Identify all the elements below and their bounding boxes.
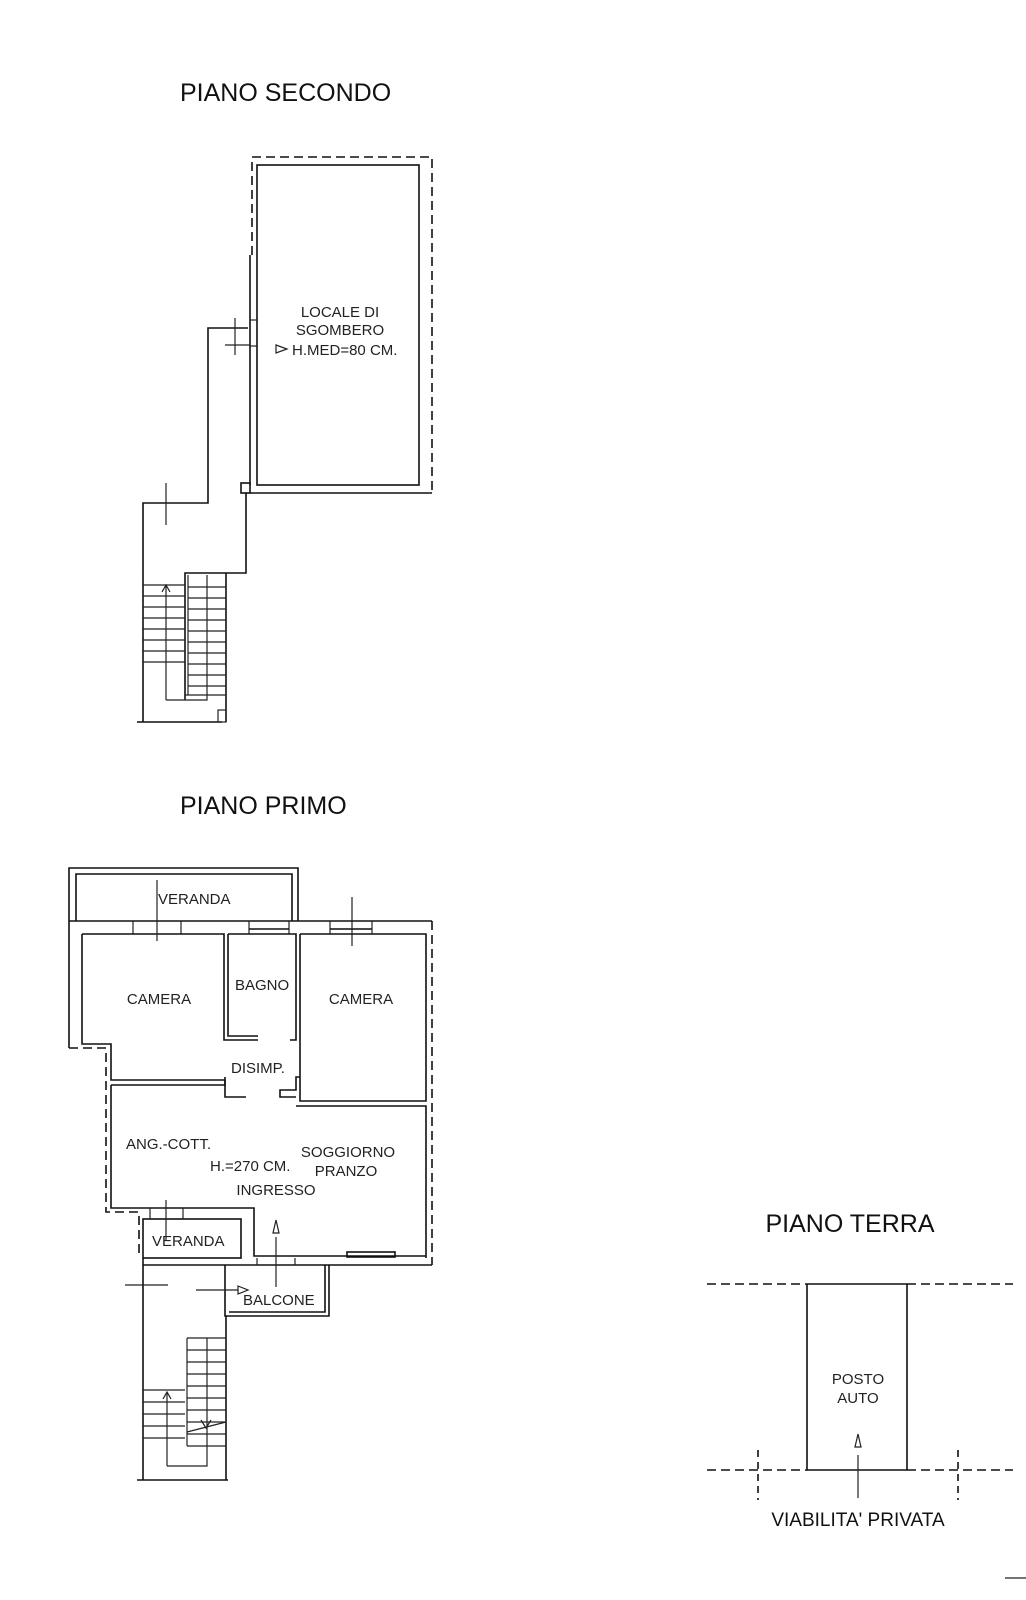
window xyxy=(249,319,258,347)
cross-marker-icon xyxy=(330,897,372,946)
entry-arrow-icon xyxy=(272,1219,280,1287)
stair-walls xyxy=(137,327,248,723)
cross-marker-icon xyxy=(225,318,250,355)
first-floor-staircase xyxy=(143,1337,227,1467)
first-floor-plan: PIANO PRIMO xyxy=(68,792,433,1481)
pranzo-label: PRANZO xyxy=(315,1163,378,1180)
camera-right-label: CAMERA xyxy=(329,991,393,1008)
second-floor-title: PIANO SECONDO xyxy=(180,79,391,107)
storage-height-label: H.MED=80 CM. xyxy=(292,342,397,359)
view-arrow-icon xyxy=(275,344,289,354)
camera-left-label: CAMERA xyxy=(127,991,191,1008)
ingresso-label: INGRESSO xyxy=(236,1182,315,1199)
parking-space xyxy=(806,1283,908,1471)
road-label: VIABILITA' PRIVATA xyxy=(771,1510,945,1531)
view-arrow-icon xyxy=(196,1285,250,1295)
ground-floor-title: PIANO TERRA xyxy=(765,1210,934,1238)
window xyxy=(346,1251,396,1258)
storage-label-2: SGOMBERO xyxy=(296,322,384,339)
stair-arrow-icon xyxy=(161,583,208,701)
storage-label-1: LOCALE DI xyxy=(301,304,379,321)
entry-arrow-icon xyxy=(854,1433,862,1498)
balcone-label: BALCONE xyxy=(243,1292,315,1309)
ground-floor-plan: PIANO TERRA POSTO AUTO VIABILITA' PRIVAT… xyxy=(707,1210,1013,1531)
posto-label: POSTO xyxy=(832,1371,884,1388)
first-floor-title: PIANO PRIMO xyxy=(180,792,347,820)
second-floor-plan: PIANO SECONDO LOCALE DI SGOMBERO H.MED=8… xyxy=(137,79,433,723)
stair-arrow-icon xyxy=(162,1390,208,1467)
auto-label: AUTO xyxy=(837,1390,878,1407)
soggiorno-label: SOGGIORNO xyxy=(301,1144,395,1161)
disimp-label: DISIMP. xyxy=(231,1060,285,1077)
veranda-top-label: VERANDA xyxy=(158,891,231,908)
veranda-bottom-label: VERANDA xyxy=(152,1233,225,1250)
staircase xyxy=(143,575,226,701)
ang-cott-label: ANG.-COTT. xyxy=(126,1136,211,1153)
bagno-label: BAGNO xyxy=(235,977,289,994)
height-label: H.=270 CM. xyxy=(210,1158,290,1175)
stair-break-icon xyxy=(186,1419,227,1433)
